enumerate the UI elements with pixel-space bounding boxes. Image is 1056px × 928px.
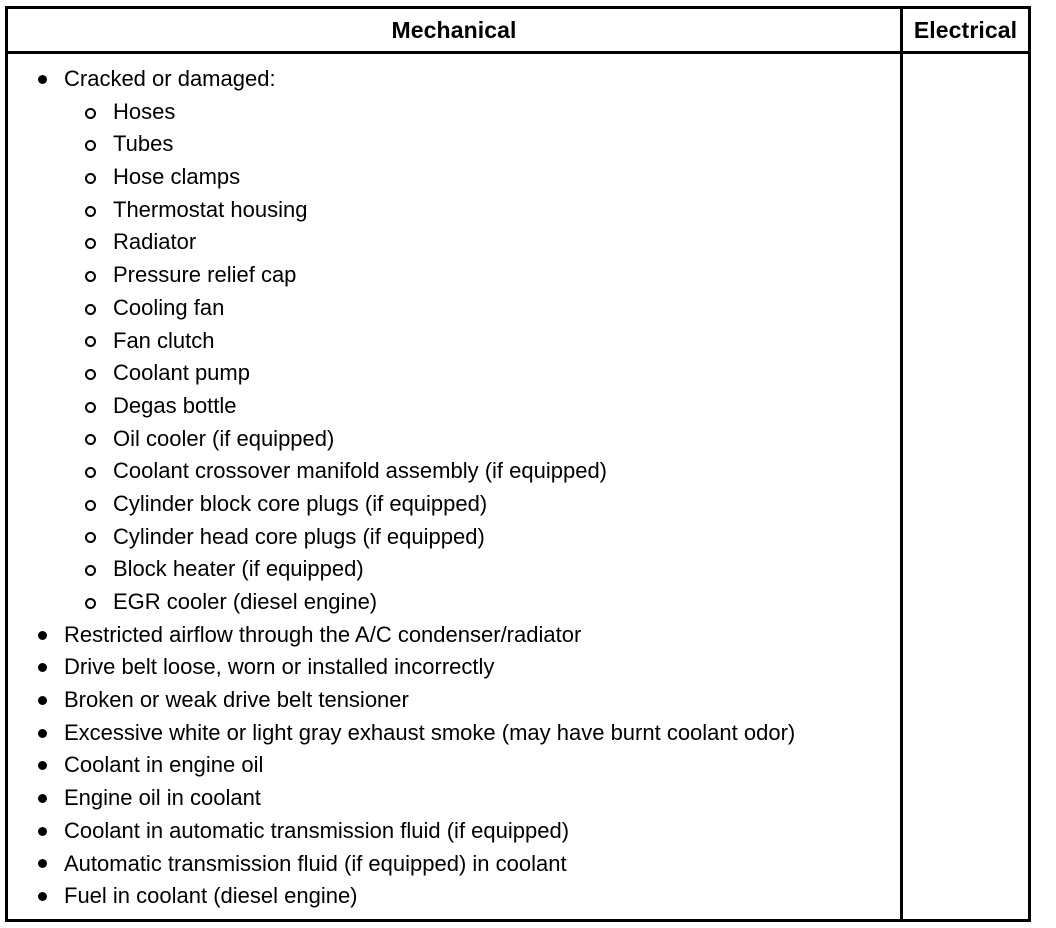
column-header-mechanical-label: Mechanical xyxy=(391,16,517,43)
list-item-label: Tubes xyxy=(113,131,174,157)
list-item: EGR cooler (diesel engine) xyxy=(8,586,900,619)
list-item: Radiator xyxy=(8,226,900,259)
list-item: Coolant pump xyxy=(8,357,900,390)
list-item: Degas bottle xyxy=(8,390,900,423)
column-header-electrical: Electrical xyxy=(903,9,1028,51)
hollow-circle-bullet xyxy=(85,467,96,479)
list-item: Excessive white or light gray exhaust sm… xyxy=(8,717,900,750)
list-item: Thermostat housing xyxy=(8,194,900,227)
list-item-label: Broken or weak drive belt tensioner xyxy=(64,687,409,713)
diagnostic-symptom-table: Mechanical Electrical Cracked or damaged… xyxy=(5,6,1031,922)
list-item-label: Automatic transmission fluid (if equippe… xyxy=(64,850,567,876)
filled-disc-bullet xyxy=(38,761,47,771)
list-item-label: Radiator xyxy=(113,229,197,255)
hollow-circle-bullet xyxy=(85,107,96,119)
list-item-label: Cooling fan xyxy=(113,294,225,320)
hollow-circle-bullet xyxy=(85,597,96,609)
list-item: Coolant crossover manifold assembly (if … xyxy=(8,455,900,488)
hollow-circle-bullet xyxy=(85,336,96,348)
list-item: Engine oil in coolant xyxy=(8,782,900,815)
list-item-label: Cylinder head core plugs (if equipped) xyxy=(113,523,485,549)
list-item-label: Pressure relief cap xyxy=(113,262,297,288)
list-item-label: Degas bottle xyxy=(113,392,237,418)
list-item: Coolant in engine oil xyxy=(8,749,900,782)
list-item-label: Hose clamps xyxy=(113,164,241,190)
filled-disc-bullet xyxy=(38,859,47,869)
list-item: Cylinder block core plugs (if equipped) xyxy=(8,488,900,521)
list-item: Pressure relief cap xyxy=(8,259,900,292)
list-item-label: Restricted airflow through the A/C conde… xyxy=(64,621,582,647)
filled-disc-bullet xyxy=(38,630,47,640)
list-item: Broken or weak drive belt tensioner xyxy=(8,684,900,717)
list-item: Cooling fan xyxy=(8,292,900,325)
cell-electrical xyxy=(903,54,1028,919)
hollow-circle-bullet xyxy=(85,172,96,184)
hollow-circle-bullet xyxy=(85,140,96,152)
hollow-circle-bullet xyxy=(85,205,96,217)
list-item: Fuel in coolant (diesel engine) xyxy=(8,880,900,913)
list-item-label: Thermostat housing xyxy=(113,196,308,222)
filled-disc-bullet xyxy=(38,793,47,803)
hollow-circle-bullet xyxy=(85,401,96,413)
list-item: Hose clamps xyxy=(8,161,900,194)
list-item: Cracked or damaged: xyxy=(8,63,900,96)
list-item-label: Drive belt loose, worn or installed inco… xyxy=(64,654,495,680)
list-item-label: Excessive white or light gray exhaust sm… xyxy=(64,719,796,745)
list-item: Block heater (if equipped) xyxy=(8,553,900,586)
list-item-label: Fan clutch xyxy=(113,327,215,353)
hollow-circle-bullet xyxy=(85,499,96,511)
table-header-row: Mechanical Electrical xyxy=(8,9,1028,54)
list-item-label: Engine oil in coolant xyxy=(64,785,261,811)
list-item-label: Fuel in coolant (diesel engine) xyxy=(64,883,358,909)
list-item-label: Oil cooler (if equipped) xyxy=(113,425,335,451)
list-item-label: Coolant in engine oil xyxy=(64,752,264,778)
filled-disc-bullet xyxy=(38,74,47,84)
hollow-circle-bullet xyxy=(85,532,96,544)
list-item: Restricted airflow through the A/C conde… xyxy=(8,619,900,652)
hollow-circle-bullet xyxy=(85,369,96,381)
list-item: Drive belt loose, worn or installed inco… xyxy=(8,651,900,684)
hollow-circle-bullet xyxy=(85,303,96,315)
list-item-label: Cracked or damaged: xyxy=(64,66,276,91)
list-item: Hoses xyxy=(8,96,900,129)
filled-disc-bullet xyxy=(38,663,47,673)
list-item-label: Coolant crossover manifold assembly (if … xyxy=(113,458,608,484)
list-item-label: Hoses xyxy=(113,98,176,124)
list-item: Cylinder head core plugs (if equipped) xyxy=(8,521,900,554)
filled-disc-bullet xyxy=(38,728,47,738)
list-item: Coolant in automatic transmission fluid … xyxy=(8,815,900,848)
filled-disc-bullet xyxy=(38,826,47,836)
list-item-label: Cylinder block core plugs (if equipped) xyxy=(113,490,488,516)
list-item-label: EGR cooler (diesel engine) xyxy=(113,589,378,614)
filled-disc-bullet xyxy=(38,892,47,902)
hollow-circle-bullet xyxy=(85,270,96,282)
column-header-mechanical: Mechanical xyxy=(8,9,903,51)
list-item: Tubes xyxy=(8,128,900,161)
hollow-circle-bullet xyxy=(85,434,96,446)
list-item-label: Coolant in automatic transmission fluid … xyxy=(64,817,570,843)
list-item: Fan clutch xyxy=(8,325,900,358)
column-header-electrical-label: Electrical xyxy=(913,16,1018,43)
hollow-circle-bullet xyxy=(85,565,96,577)
list-item: Automatic transmission fluid (if equippe… xyxy=(8,848,900,881)
hollow-circle-bullet xyxy=(85,238,96,250)
list-item-label: Block heater (if equipped) xyxy=(113,556,364,582)
list-item: Oil cooler (if equipped) xyxy=(8,423,900,456)
list-item-label: Coolant pump xyxy=(113,360,250,386)
filled-disc-bullet xyxy=(38,695,47,705)
